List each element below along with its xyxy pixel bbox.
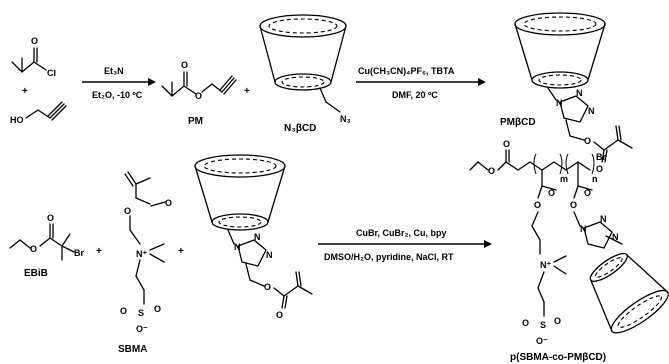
copolymer-product: O O m n Br O O N⁺ S O O (469, 139, 669, 346)
svg-text:O: O (534, 200, 541, 210)
svg-text:+: + (96, 246, 102, 257)
svg-text:O: O (570, 200, 577, 210)
label-pm: PM (188, 116, 203, 127)
label-n3bcd: N₃βCD (284, 123, 316, 134)
svg-text:N: N (266, 250, 273, 260)
svg-text:O⁻: O⁻ (536, 336, 548, 346)
n3bcd-cyclodextrin: N₃ (259, 14, 351, 124)
svg-text:N⁺: N⁺ (540, 260, 551, 270)
svg-text:O: O (154, 304, 161, 314)
svg-text:Br: Br (596, 152, 606, 162)
svg-text:O: O (503, 139, 510, 149)
svg-text:N: N (588, 106, 595, 116)
label-ebib: EBiB (24, 268, 48, 279)
atom-Cl: Cl (47, 68, 56, 78)
svg-text:N: N (580, 224, 587, 234)
svg-text:O: O (195, 91, 202, 101)
pm-molecule: O O (161, 60, 237, 101)
svg-text:O: O (584, 188, 591, 198)
atom-HO: HO (10, 115, 24, 125)
ebib-molecule: O O Br (9, 213, 84, 261)
step3-reagents: CuBr, CuBr₂, Cu, bpy (356, 228, 447, 238)
svg-text:+: + (244, 86, 250, 97)
svg-text:O: O (276, 310, 283, 320)
subscript-m: m (560, 174, 568, 184)
svg-text:O: O (181, 60, 188, 70)
pmbcd-monomer: N N N O O (194, 154, 313, 320)
svg-text:O: O (124, 206, 131, 216)
svg-text:O⁻: O⁻ (136, 324, 148, 334)
svg-text:O: O (165, 198, 172, 208)
svg-text:N: N (612, 232, 619, 242)
step1-reagent: Et₃N (104, 66, 124, 76)
svg-text:N: N (556, 98, 563, 108)
step2-conditions: DMF, 20 ºC (392, 90, 438, 100)
step3-conditions: DMSO/H₂O, pyridine, NaCl, RT (324, 252, 454, 262)
svg-text:Br: Br (74, 248, 84, 258)
svg-text:N: N (254, 232, 261, 242)
sbma-molecule: O O N⁺ S O O O⁻ (120, 171, 172, 334)
step1-conditions: Et₂O, -10 ºC (92, 90, 143, 100)
svg-text:N⁺: N⁺ (136, 249, 147, 259)
svg-text:N: N (600, 214, 607, 224)
pmbcd-molecule: N N N O O (514, 12, 633, 174)
svg-text:O: O (30, 244, 37, 254)
isobutyryl-chloride: O Cl (11, 36, 56, 78)
svg-text:O: O (554, 316, 561, 326)
svg-text:O: O (584, 136, 591, 146)
plus-sign: + (22, 86, 28, 97)
label-pmbcd: PMβCD (500, 117, 536, 128)
svg-text:O: O (47, 213, 54, 223)
svg-text:+: + (178, 246, 184, 257)
atom-N3: N₃ (340, 114, 351, 124)
label-sbma: SBMA (118, 344, 147, 355)
svg-text:O: O (488, 166, 495, 176)
svg-text:O: O (522, 318, 529, 328)
svg-text:O: O (596, 164, 603, 174)
step2-reagents: Cu(CH₃CN)₄PF₆, TBTA (358, 66, 455, 76)
propargyl-alcohol: HO (10, 101, 67, 125)
svg-text:S: S (138, 308, 144, 318)
svg-text:N: N (234, 242, 241, 252)
atom-O: O (31, 36, 38, 46)
svg-text:N: N (576, 88, 583, 98)
subscript-n: n (592, 174, 598, 184)
svg-text:O: O (264, 282, 271, 292)
svg-text:S: S (540, 320, 546, 330)
svg-text:O: O (120, 306, 127, 316)
label-product: p(SBMA-co-PMβCD) (510, 352, 606, 363)
svg-text:O: O (548, 188, 555, 198)
